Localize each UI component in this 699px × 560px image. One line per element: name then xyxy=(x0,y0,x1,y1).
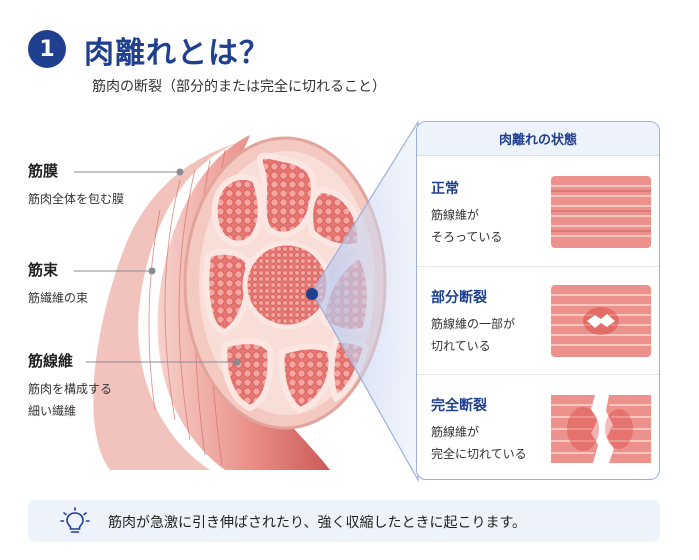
state-complete: 完全断裂 筋線維が 完全に切れている xyxy=(417,374,659,479)
state-partial: 部分断裂 筋線維の一部が 切れている xyxy=(417,266,659,374)
muscle-strain-state-panel: 肉離れの状態 正常 筋線維が そろっている 部分断裂 筋線維の一部が 切れている xyxy=(416,121,660,480)
normal-fiber-image xyxy=(551,176,651,248)
complete-tear-image xyxy=(551,395,651,463)
label-fascia-desc: 筋肉全体を包む膜 xyxy=(28,192,125,206)
state-partial-title: 部分断裂 xyxy=(431,290,487,306)
state-normal-desc-line-2: そろっている xyxy=(431,230,503,244)
tip-text: 筋肉が急激に引き伸ばされたり、強く収縮したときに起こります。 xyxy=(108,515,527,531)
page-subtitle: 筋肉の断裂（部分的または完全に切れること） xyxy=(92,79,386,95)
state-partial-desc-line-2: 切れている xyxy=(431,339,491,353)
state-complete-desc-line-2: 完全に切れている xyxy=(431,447,527,461)
label-fiber-title: 筋線維 xyxy=(28,352,74,370)
label-fiber-desc-2: 細い繊維 xyxy=(28,404,77,418)
cross-section-face xyxy=(183,136,387,430)
tip-bar: 筋肉が急激に引き伸ばされたり、強く収縮したときに起こります。 xyxy=(28,500,660,542)
state-partial-desc-line-1: 筋線維の一部が xyxy=(431,317,516,331)
label-bundle-desc: 筋繊維の束 xyxy=(28,291,89,305)
label-fiber-desc-1: 筋肉を構成する xyxy=(28,382,113,396)
page-title: 肉離れとは？ xyxy=(84,36,270,71)
leader-dot-fiber xyxy=(233,358,241,366)
muscle-body xyxy=(93,142,240,470)
state-complete-desc-line-1: 筋線維が xyxy=(431,425,480,439)
state-panel-title: 肉離れの状態 xyxy=(417,122,659,156)
state-partial-desc: 筋線維の一部が 切れている xyxy=(431,313,515,357)
muscle-cross-section-diagram xyxy=(74,119,419,483)
state-normal-title: 正常 xyxy=(431,181,459,197)
label-bundle-title: 筋束 xyxy=(28,261,59,279)
lightbulb-icon xyxy=(60,507,90,533)
state-normal: 正常 筋線維が そろっている xyxy=(417,158,659,266)
label-fascia-title: 筋膜 xyxy=(28,162,59,180)
leader-dot-bundle xyxy=(148,267,156,275)
step-badge: 1 xyxy=(28,30,66,68)
magnify-focus-dot xyxy=(306,288,318,300)
state-complete-desc: 筋線維が 完全に切れている xyxy=(431,421,527,465)
state-normal-desc: 筋線維が そろっている xyxy=(431,204,502,248)
state-complete-title: 完全断裂 xyxy=(431,398,487,414)
state-normal-desc-line-1: 筋線維が xyxy=(431,208,480,222)
partial-tear-image xyxy=(551,285,651,357)
leader-dot-fascia xyxy=(176,168,184,176)
